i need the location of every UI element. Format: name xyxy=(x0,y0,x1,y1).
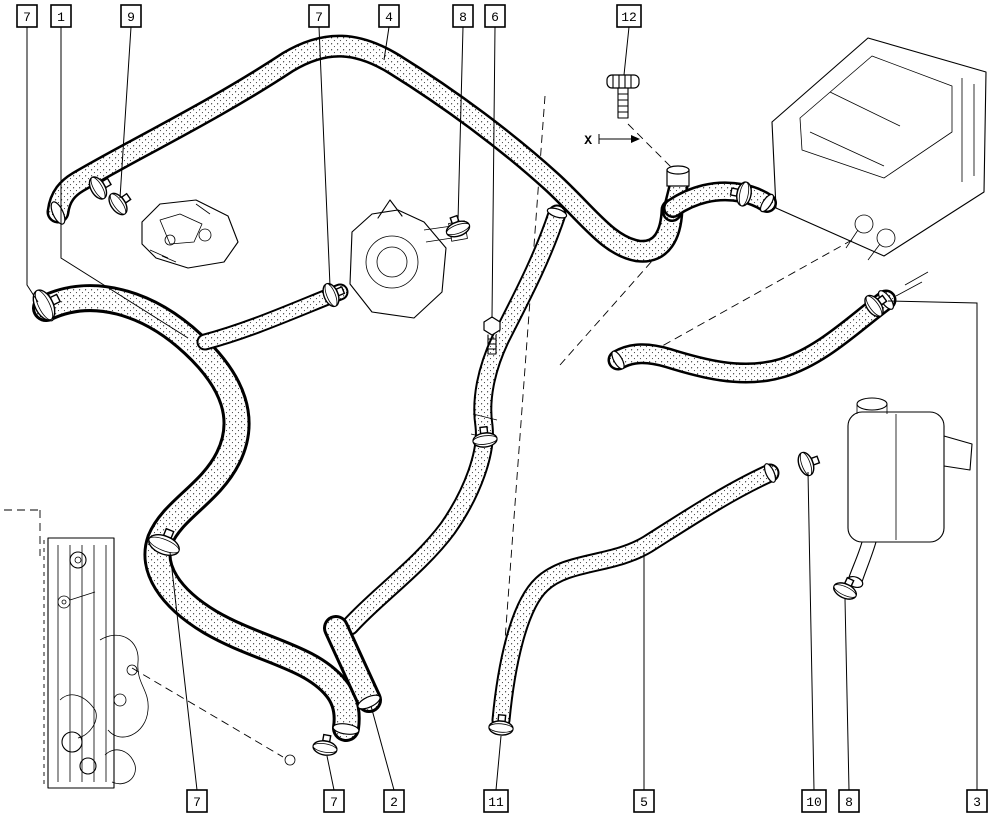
gearbox-sketch xyxy=(141,199,239,269)
callout-11-bottom[interactable]: 11 xyxy=(483,789,509,813)
dimension-x: X xyxy=(584,133,640,148)
callout-9-top[interactable]: 9 xyxy=(120,4,142,28)
callout-7-top-left[interactable]: 7 xyxy=(16,4,38,28)
bleed-screw-dashed-leader xyxy=(627,123,673,169)
radiator-sketch xyxy=(43,537,296,789)
hose-middle xyxy=(340,204,568,636)
svg-text:11: 11 xyxy=(488,795,504,810)
callout-7-bottom-mid[interactable]: 7 xyxy=(323,789,345,813)
svg-text:7: 7 xyxy=(23,10,31,25)
callout-7-bottom-left[interactable]: 7 xyxy=(186,789,208,813)
hose-1-branch-thermostat xyxy=(196,283,349,351)
svg-text:6: 6 xyxy=(491,10,499,25)
fittings: X xyxy=(28,74,893,758)
callout-6-top[interactable]: 6 xyxy=(484,4,506,28)
callout-8-top[interactable]: 8 xyxy=(452,4,474,28)
bleed-screw-12 xyxy=(606,74,640,119)
callout-12-top[interactable]: 12 xyxy=(616,4,642,28)
dashed-construction-lines xyxy=(4,95,853,758)
svg-text:8: 8 xyxy=(845,795,853,810)
dimension-arrowhead xyxy=(631,135,640,143)
hose-clamp-10 xyxy=(794,447,824,479)
hose-2-lower xyxy=(323,615,382,713)
svg-text:2: 2 xyxy=(390,795,398,810)
callout-3-bottom-right[interactable]: 3 xyxy=(966,789,988,813)
svg-text:3: 3 xyxy=(973,795,981,810)
callout-5-bottom[interactable]: 5 xyxy=(633,789,655,813)
background-components xyxy=(43,37,987,789)
svg-text:4: 4 xyxy=(385,10,393,25)
svg-text:12: 12 xyxy=(621,10,637,25)
svg-text:1: 1 xyxy=(57,10,65,25)
svg-text:9: 9 xyxy=(127,10,135,25)
svg-text:8: 8 xyxy=(459,10,467,25)
expansion-tank-sketch xyxy=(846,397,973,589)
hose-4-tee-branch xyxy=(663,181,777,218)
callouts: 7 1 9 7 4 8 6 12 xyxy=(16,4,988,813)
svg-text:7: 7 xyxy=(193,795,201,810)
hose-1-radiator xyxy=(32,284,361,742)
svg-text:5: 5 xyxy=(640,795,648,810)
callout-2-bottom[interactable]: 2 xyxy=(383,789,405,813)
callout-7-top-mid[interactable]: 7 xyxy=(308,4,330,28)
hose-5-bottom xyxy=(491,463,780,730)
dimension-label-x: X xyxy=(584,133,592,148)
heater-unit-sketch xyxy=(771,37,987,297)
hose-clamp-7-bottom xyxy=(311,732,340,758)
callout-4-top[interactable]: 4 xyxy=(378,4,400,28)
hose-3-heater xyxy=(607,289,897,384)
callout-1-top[interactable]: 1 xyxy=(50,4,72,28)
svg-text:10: 10 xyxy=(806,795,822,810)
callout-8-bottom[interactable]: 8 xyxy=(838,789,860,813)
svg-text:7: 7 xyxy=(315,10,323,25)
svg-text:7: 7 xyxy=(330,795,338,810)
thermostat-housing-sketch xyxy=(349,199,468,319)
hose-4-top xyxy=(46,34,684,263)
hoses xyxy=(32,34,897,742)
leader-lines xyxy=(26,26,978,791)
callout-10-bottom[interactable]: 10 xyxy=(801,789,827,813)
